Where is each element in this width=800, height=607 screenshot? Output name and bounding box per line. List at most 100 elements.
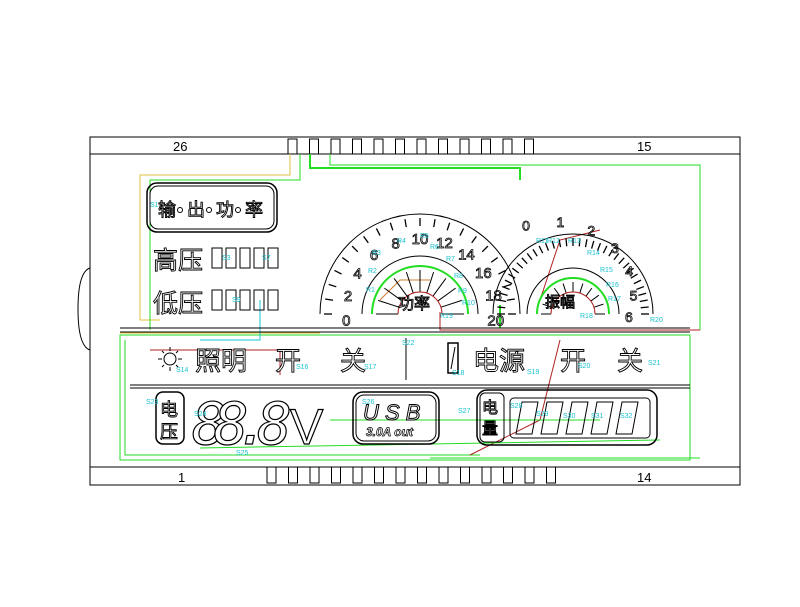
light-on-label: 开	[275, 347, 301, 377]
gauge-number: 0	[522, 218, 530, 234]
gauge-tick	[351, 245, 359, 253]
gauge-number: 6	[625, 309, 633, 325]
resistor-label: R13	[568, 238, 581, 245]
gauge-tick	[341, 257, 350, 263]
segment-cell	[225, 247, 237, 269]
segment-label: S7	[262, 255, 271, 262]
pin	[330, 138, 341, 155]
resistor-label: R1	[366, 287, 375, 294]
gauge-segment-divider	[585, 287, 593, 297]
pin	[352, 138, 362, 155]
battery-bar	[540, 401, 564, 435]
segment-cell	[211, 247, 223, 269]
pin	[459, 138, 470, 155]
segment-label: S28	[510, 403, 523, 410]
pin	[502, 138, 513, 155]
left-tab	[77, 267, 91, 351]
segment-label: S1	[150, 202, 159, 209]
gauge-tick	[538, 245, 544, 254]
usb-rating: 3.0A out	[366, 425, 414, 439]
resistor-label: R19	[440, 313, 453, 320]
low-voltage-segments	[211, 289, 279, 311]
gauge-tick	[526, 252, 533, 261]
segment-label: S21	[648, 360, 661, 367]
gauge-tick	[501, 285, 510, 291]
gauge-tick	[521, 257, 528, 265]
pin	[417, 466, 427, 484]
segment-label: S32	[620, 413, 633, 420]
segment-label: S23	[146, 399, 159, 406]
gauge-number: 16	[475, 265, 492, 282]
gauge-tick	[498, 269, 506, 275]
pin	[374, 466, 384, 484]
gauge-inner-arc	[361, 255, 479, 315]
gauge-tick	[544, 242, 550, 251]
gauge-number: 1	[556, 214, 564, 230]
pin	[416, 138, 427, 155]
gauge-tick	[471, 235, 477, 244]
segment-cell	[225, 289, 237, 311]
pin	[288, 466, 298, 484]
resistor-label: R9	[458, 288, 467, 295]
gauge-tick	[638, 292, 647, 297]
gauge-number: 3	[611, 240, 619, 256]
gauge-tick	[532, 249, 538, 257]
segment-label: S22	[402, 340, 415, 347]
gauge-tick	[633, 279, 642, 285]
pin	[438, 138, 448, 155]
battery-bar	[515, 401, 539, 435]
output-power-char: 率	[245, 200, 263, 221]
gauge-segment-divider	[546, 294, 556, 302]
pin	[373, 138, 384, 155]
gauge-tick	[459, 228, 465, 236]
battery-bars	[509, 397, 651, 439]
battery-bar	[615, 401, 639, 435]
power-label: 电源	[473, 347, 525, 377]
gauge-tick	[389, 222, 394, 231]
segment-label: S24	[194, 411, 207, 418]
usb-title: U S B	[363, 400, 420, 425]
gauge-segment-divider	[562, 283, 567, 294]
gauge-number: 20	[487, 313, 504, 330]
battery-bar	[565, 401, 589, 435]
output-power-char: 出	[187, 200, 205, 221]
gauge-hub	[550, 291, 596, 315]
pin-label-26: 26	[173, 139, 187, 154]
gauge-tick	[602, 245, 608, 254]
gauge-tick	[508, 273, 516, 279]
power-switch-button[interactable]: 电源 开 关	[473, 347, 644, 378]
gauge-trace-arc	[371, 265, 469, 315]
gauge-tick	[503, 283, 512, 288]
gauge-number: 14	[458, 247, 475, 264]
resistor-label: R15	[600, 267, 613, 274]
segment-cell	[267, 247, 279, 269]
gauge-tick	[618, 257, 625, 265]
gauge-segment-divider	[590, 294, 600, 302]
gauge-tick	[596, 242, 602, 251]
resistor-label: R18	[580, 313, 593, 320]
gauge-segment-divider	[426, 271, 435, 294]
dot-separator	[235, 207, 241, 213]
pin	[287, 138, 298, 155]
pin	[481, 466, 492, 484]
pin	[309, 466, 320, 484]
pin	[266, 466, 277, 484]
pin	[524, 466, 535, 484]
resistor-label: R14	[587, 250, 600, 257]
voltage-label-top: 电	[160, 400, 178, 421]
lamp-icon	[158, 347, 182, 371]
segment-cell	[253, 247, 265, 269]
battery-outline	[509, 397, 651, 439]
gauge-tick	[334, 269, 342, 275]
gauge-tick	[497, 306, 506, 309]
gauge-number: 6	[370, 247, 378, 264]
segment-label: S26	[362, 399, 375, 406]
segment-label: S30	[563, 413, 576, 420]
resistor-label: R5	[420, 233, 429, 240]
light-switch-button[interactable]: 照明 开 关	[195, 347, 367, 378]
gauge-number: 4	[625, 263, 633, 279]
dot-separator	[206, 207, 212, 213]
